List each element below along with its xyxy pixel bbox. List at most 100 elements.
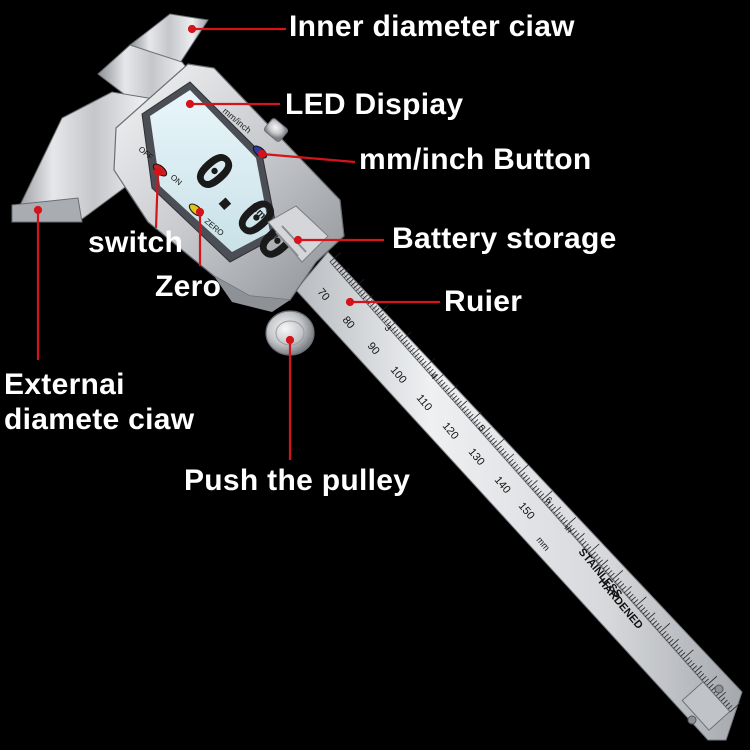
label-external-claw-line1: Externai <box>4 368 125 401</box>
end-screw <box>681 681 731 731</box>
scale-tick <box>652 620 658 625</box>
scale-tick <box>628 593 634 599</box>
scale-tick <box>414 353 420 358</box>
scale-tick <box>666 636 672 641</box>
scale-tick <box>499 448 505 453</box>
scale-tick <box>506 453 515 461</box>
scale-tick <box>525 477 531 483</box>
scale-tick <box>682 649 694 660</box>
scale-tick <box>536 490 542 496</box>
scale-tick <box>513 464 519 469</box>
scale-tick <box>390 326 396 332</box>
scale-tick <box>616 580 622 586</box>
scale-tick <box>548 503 554 509</box>
scale-tick <box>510 461 516 467</box>
scale-tick <box>687 660 693 665</box>
scale-tick <box>637 604 643 610</box>
scale-tick <box>574 533 580 538</box>
scale-tick <box>372 305 378 310</box>
scale-tick <box>412 347 421 355</box>
scale-tick <box>717 691 726 700</box>
scale-tick <box>461 405 467 411</box>
scale-tick <box>680 652 686 657</box>
lock-screw[interactable] <box>263 117 289 142</box>
scale-tick <box>642 609 648 615</box>
scale-tick <box>437 379 443 385</box>
inch-mark: 5 <box>476 423 487 433</box>
scale-tick <box>346 276 352 281</box>
scale-tick <box>527 480 533 485</box>
scale-tick <box>494 437 506 448</box>
scale-tick <box>452 395 458 400</box>
scale-tick <box>593 554 599 559</box>
scale-tick <box>668 638 674 644</box>
scale-tick <box>485 432 491 438</box>
scale-tick <box>365 294 374 303</box>
scale-tick <box>386 321 392 326</box>
scale-tick <box>379 313 385 318</box>
scale-tick <box>456 400 462 406</box>
label-mm-inch-button: mm/inch Button <box>359 143 592 176</box>
scale-tick <box>572 530 578 535</box>
scale-tick <box>562 519 568 525</box>
scale-tick <box>546 501 552 506</box>
scale-tick <box>442 384 448 390</box>
scale-tick <box>435 374 444 382</box>
scale-tick <box>470 411 482 422</box>
scale-tick <box>440 382 446 387</box>
scale-tick <box>393 329 399 334</box>
scale-tick <box>522 474 528 480</box>
scale-tick <box>539 493 545 498</box>
scale-tick <box>725 702 731 708</box>
scale-tick <box>649 617 655 623</box>
scale-tick <box>645 612 651 618</box>
scale-tick <box>579 538 585 543</box>
label-zero: Zero <box>155 270 222 303</box>
scale-tick <box>416 355 422 361</box>
scale-tick <box>586 546 592 551</box>
scale-tick <box>659 622 671 633</box>
scale-tick <box>332 260 338 265</box>
scale-tick <box>654 623 660 628</box>
inch-mark: 4 <box>428 371 439 381</box>
scale-tick <box>588 543 600 554</box>
scale-tick <box>689 662 695 668</box>
scale-tick <box>423 358 435 369</box>
scale-tick <box>532 485 538 490</box>
scale-tick <box>353 278 365 289</box>
scale-tick <box>541 490 553 501</box>
scale-tick <box>329 252 341 263</box>
leader-switch <box>154 171 160 229</box>
scale-tick <box>341 268 350 276</box>
scale-tick <box>534 488 540 493</box>
scale-tick <box>459 400 468 408</box>
inch-marks: 3 4 5 6 <box>382 323 554 505</box>
scale-tick <box>445 387 451 393</box>
scale-tick <box>482 427 491 435</box>
scale-tick <box>400 331 412 342</box>
scale-tick <box>605 567 611 573</box>
scale-tick <box>597 559 603 565</box>
scale-tick <box>454 398 460 403</box>
scale-tick <box>576 532 585 541</box>
scale-tick <box>701 675 707 681</box>
label-push-pulley: Push the pulley <box>184 464 411 497</box>
scale-tick <box>612 570 624 580</box>
scale-tick <box>553 506 562 514</box>
scale-tick <box>388 321 397 329</box>
scale-tick <box>480 427 486 432</box>
label-ruler: Ruier <box>444 285 523 318</box>
scale-tick <box>694 665 703 673</box>
scale-tick <box>595 556 601 562</box>
scale-tick <box>621 585 627 591</box>
scale-tick <box>720 697 726 702</box>
scale-tick <box>569 527 575 533</box>
label-switch: switch <box>88 226 184 259</box>
scale-tick <box>376 305 388 316</box>
scale-tick <box>374 308 380 313</box>
scale-tick <box>350 281 356 287</box>
scale-tick <box>670 638 679 647</box>
scale-tick <box>673 644 679 649</box>
scale-tick <box>590 551 596 557</box>
scale-tick <box>630 596 636 602</box>
